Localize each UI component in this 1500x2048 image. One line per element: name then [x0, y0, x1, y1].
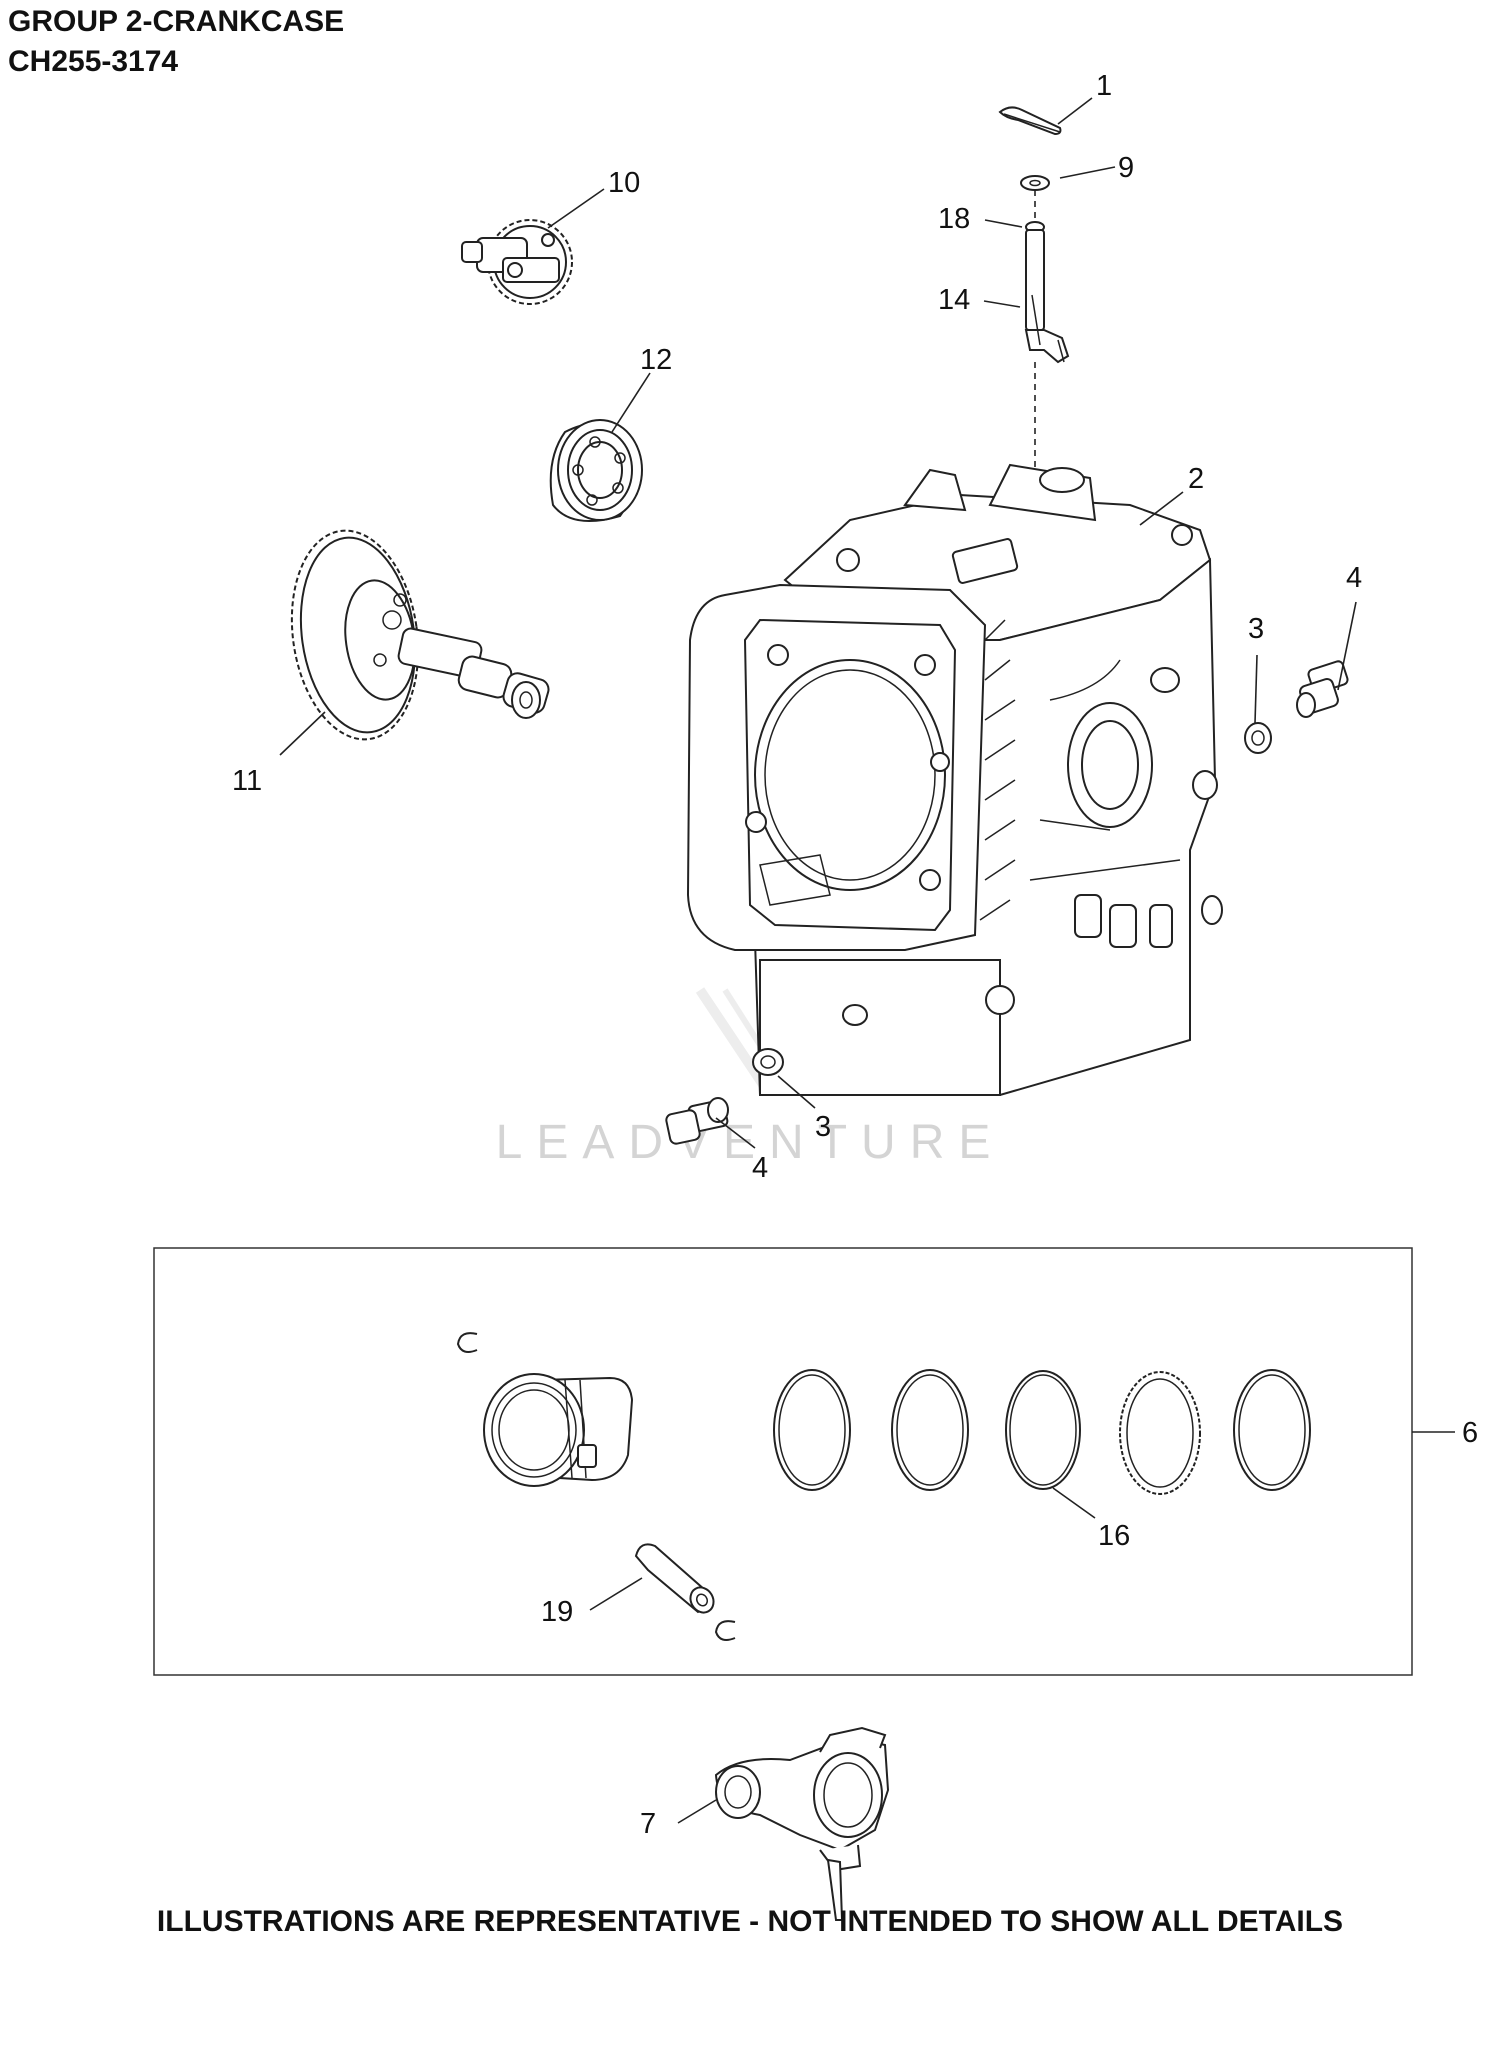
- part-12-ball-bearing[interactable]: [549, 419, 643, 522]
- callout-10: 10: [608, 167, 640, 199]
- disclaimer: ILLUSTRATIONS ARE REPRESENTATIVE - NOT I…: [156, 1905, 1344, 1938]
- callout-11: 11: [232, 765, 262, 797]
- part-4-plug-upper[interactable]: [1296, 660, 1349, 718]
- callout-3-upper: 3: [1248, 613, 1264, 645]
- callout-4-lower: 4: [752, 1152, 768, 1184]
- piston-pin-circlip-upper[interactable]: [456, 1332, 478, 1353]
- part-1-cotter-pin[interactable]: [998, 106, 1062, 136]
- piston[interactable]: [483, 1373, 634, 1487]
- callout-2: 2: [1188, 463, 1204, 495]
- callout-labels: 1 9 18 14 10 12 2 4 3 11 3 4 6 16 19 7: [232, 70, 1478, 1840]
- part-3-sealing-washer-lower[interactable]: [752, 1048, 784, 1076]
- callout-16: 16: [1098, 1520, 1130, 1552]
- callout-14: 14: [938, 284, 970, 316]
- callout-1: 1: [1096, 70, 1112, 102]
- piston-ring-top[interactable]: [773, 1369, 851, 1491]
- oil-ring-rail[interactable]: [1233, 1369, 1311, 1491]
- callout-6: 6: [1462, 1417, 1478, 1449]
- watermark-text: LEADVENTURE: [495, 1116, 1005, 1169]
- piston-pin-circlip-lower[interactable]: [714, 1620, 736, 1641]
- part-16-piston-ring[interactable]: [1005, 1370, 1081, 1490]
- callout-18: 18: [938, 203, 970, 235]
- diagram-header: GROUP 2-CRANKCASE CH255-3174: [8, 2, 344, 82]
- part-4-plug-lower[interactable]: [665, 1097, 729, 1145]
- callout-4-upper: 4: [1346, 562, 1362, 594]
- callout-12: 12: [640, 344, 672, 376]
- piston-ring-second[interactable]: [891, 1369, 969, 1491]
- part-9-washer[interactable]: [1020, 175, 1050, 191]
- callout-19: 19: [541, 1596, 573, 1628]
- part-2-crankcase[interactable]: [686, 463, 1223, 1096]
- callout-9: 9: [1118, 152, 1134, 184]
- callout-3-lower: 3: [815, 1111, 831, 1143]
- callout-7: 7: [640, 1808, 656, 1840]
- oil-ring-expander[interactable]: [1119, 1371, 1201, 1495]
- leader-lines: [279, 97, 1455, 1824]
- part-11-camshaft-gear[interactable]: [279, 522, 551, 747]
- piston-kit-frame: [153, 1247, 1413, 1676]
- part-7-connecting-rod[interactable]: [714, 1726, 890, 1921]
- model-code: CH255-3174: [8, 45, 179, 78]
- part-19-piston-pin[interactable]: [634, 1543, 718, 1616]
- part-10-governor-gear[interactable]: [461, 219, 573, 305]
- group-title: GROUP 2-CRANKCASE: [8, 5, 345, 38]
- part-14-governor-shaft[interactable]: [1024, 229, 1070, 364]
- part-3-sealing-washer-upper[interactable]: [1244, 722, 1272, 754]
